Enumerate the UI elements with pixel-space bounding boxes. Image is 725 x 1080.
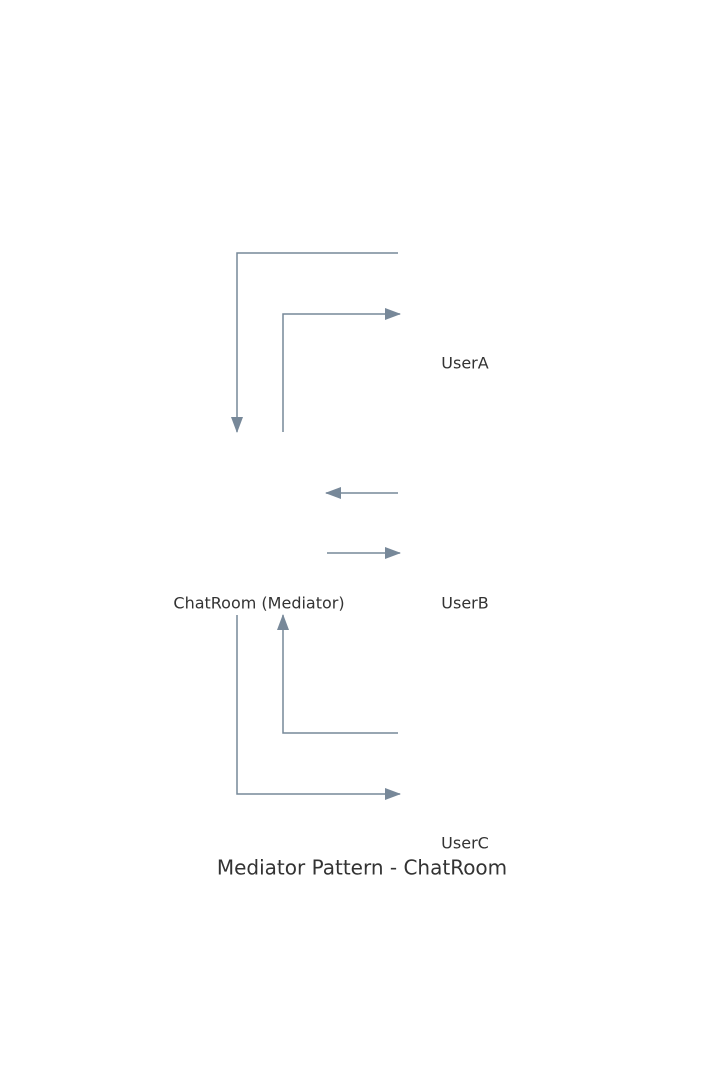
edge-userc-to-chatroom <box>277 614 398 734</box>
edge-chatroom-to-usera <box>282 308 401 432</box>
node-userc-label: UserC <box>441 834 489 853</box>
node-usera-label: UserA <box>441 354 488 373</box>
node-userb-label: UserB <box>441 594 488 613</box>
diagram-title: Mediator Pattern - ChatRoom <box>217 856 507 880</box>
edge-chatroom-to-userc <box>236 615 401 800</box>
node-chatroom-label: ChatRoom (Mediator) <box>173 594 344 613</box>
edge-usera-to-chatroom <box>231 252 398 433</box>
